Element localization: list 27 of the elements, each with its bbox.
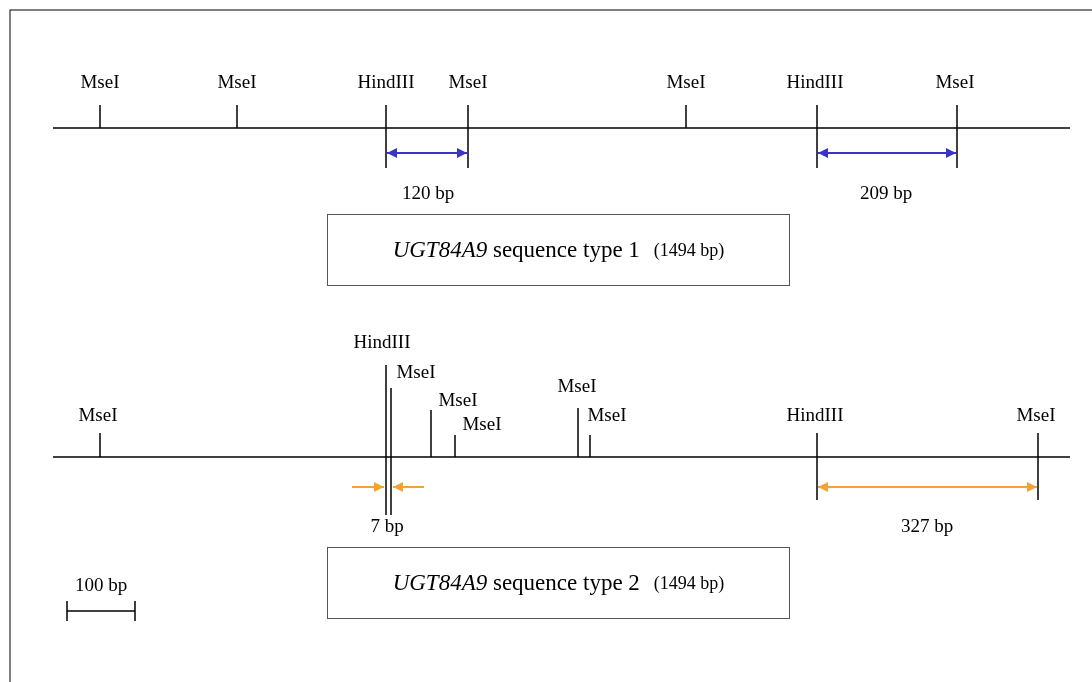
restriction-site-label: HindIII xyxy=(357,71,415,93)
sequence-box xyxy=(327,214,790,286)
restriction-site-label: MseI xyxy=(217,71,257,93)
length-label: (1494 bp) xyxy=(653,572,725,594)
scale-label: 100 bp xyxy=(74,574,128,596)
dimension-label: 209 bp xyxy=(859,182,913,204)
restriction-site-label: MseI xyxy=(1016,404,1056,426)
sequence-title: UGT84A9 sequence type 1 xyxy=(392,237,640,263)
restriction-site-label: MseI xyxy=(462,413,502,435)
dimension-label: 120 bp xyxy=(401,182,455,204)
restriction-site-label: MseI xyxy=(438,389,478,411)
restriction-site-label: HindIII xyxy=(353,331,411,353)
restriction-site-label: MseI xyxy=(448,71,488,93)
dimension-label: 327 bp xyxy=(900,515,954,537)
sequence-title: UGT84A9 sequence type 2 xyxy=(392,570,640,596)
restriction-site-label: MseI xyxy=(396,361,436,383)
restriction-site-label: MseI xyxy=(557,375,597,397)
restriction-site-label: HindIII xyxy=(786,71,844,93)
restriction-site-label: MseI xyxy=(935,71,975,93)
length-label: (1494 bp) xyxy=(653,239,725,261)
dimension-label: 7 bp xyxy=(370,515,404,537)
sequence-box xyxy=(327,547,790,619)
restriction-site-label: MseI xyxy=(78,404,118,426)
restriction-site-label: HindIII xyxy=(786,404,844,426)
restriction-site-label: MseI xyxy=(587,404,627,426)
restriction-site-label: MseI xyxy=(80,71,120,93)
restriction-site-label: MseI xyxy=(666,71,706,93)
